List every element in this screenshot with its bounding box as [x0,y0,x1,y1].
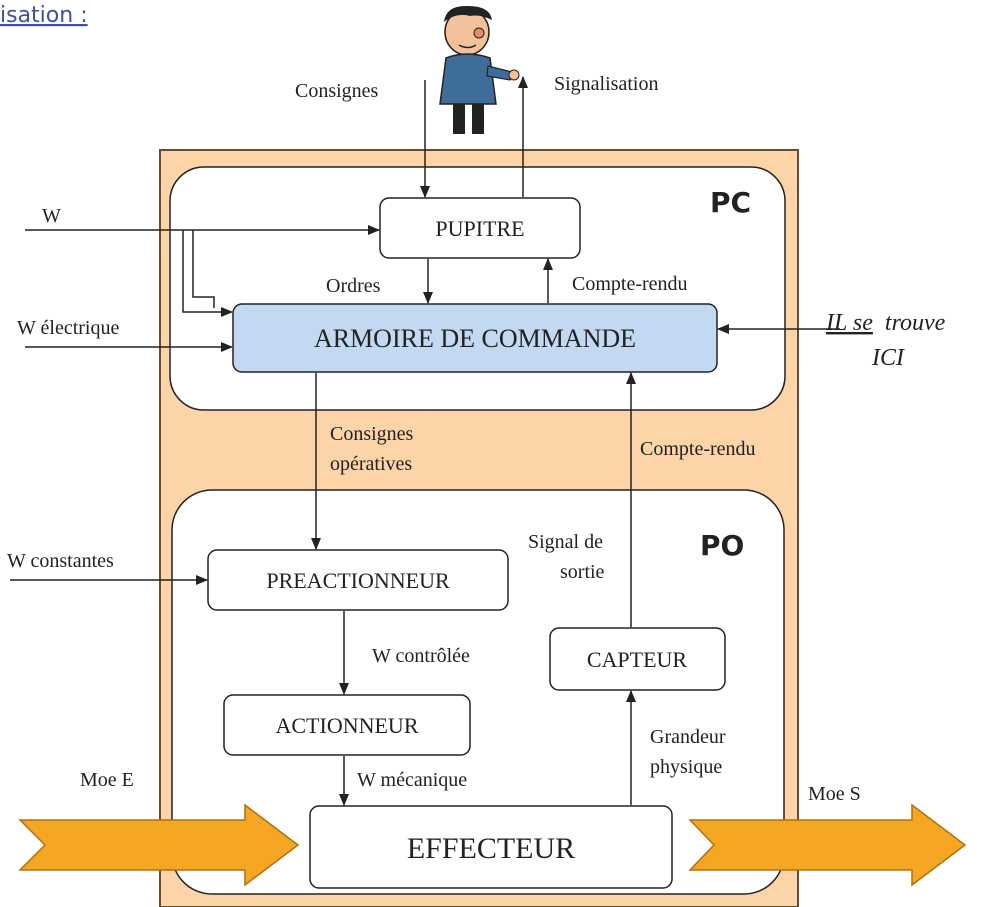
po-title: PO [700,529,744,562]
w-label: W [42,205,61,227]
capteur-label: CAPTEUR [587,647,688,672]
armoire-label: ARMOIRE DE COMMANDE [314,324,636,353]
grandeur-physique-line-2: physique [650,756,722,778]
pupitre-box [379,197,581,259]
w-mecanique-label: W mécanique [357,769,467,791]
capteur-box [549,627,726,691]
w-constantes-label: W constantes [7,550,114,572]
note-rest: trouve [885,310,946,336]
actionneur-box [223,694,471,756]
compte-rendu-po-label: Compte-rendu [640,438,756,460]
effecteur-label: EFFECTEUR [407,832,575,865]
arrow-w-branch-2 [192,230,215,308]
preactionneur-label: PREACTIONNEUR [266,568,450,593]
armoire-box [232,303,718,373]
w-electrique-label: W électrique [17,317,119,339]
signal-de-sortie-line-1: Signal de [528,531,603,553]
note-underlined: IL se [825,310,873,336]
compte-rendu-pc-label: Compte-rendu [572,273,688,295]
moe-s-label: Moe S [808,783,861,805]
actionneur-label: ACTIONNEUR [276,713,419,738]
preactionneur-box [207,549,509,611]
pupitre-label: PUPITRE [435,216,524,241]
moe-e-flow-arrow [18,803,300,887]
pc-title: PC [710,186,751,219]
arrow-w-branch-1 [182,230,233,317]
operator-person-icon [439,5,520,134]
note-line-2: ICI [871,345,905,371]
moe-e-label: Moe E [80,769,134,791]
signalisation-label: Signalisation [554,73,658,95]
moe-s-flow-arrow [688,803,967,887]
grandeur-physique-line-1: Grandeur [650,726,726,748]
note-line-1: IL se trouve [825,310,946,336]
signal-de-sortie-line-2: sortie [560,561,605,583]
effecteur-box [309,805,673,889]
consignes-operatives-line-2: opératives [330,453,412,475]
ordres-label: Ordres [326,275,381,297]
w-controlee-label: W contrôlée [372,645,470,667]
consignes-operatives-line-1: Consignes [330,423,414,445]
consignes-label: Consignes [295,80,379,102]
header-link[interactable]: isation : [0,3,88,28]
